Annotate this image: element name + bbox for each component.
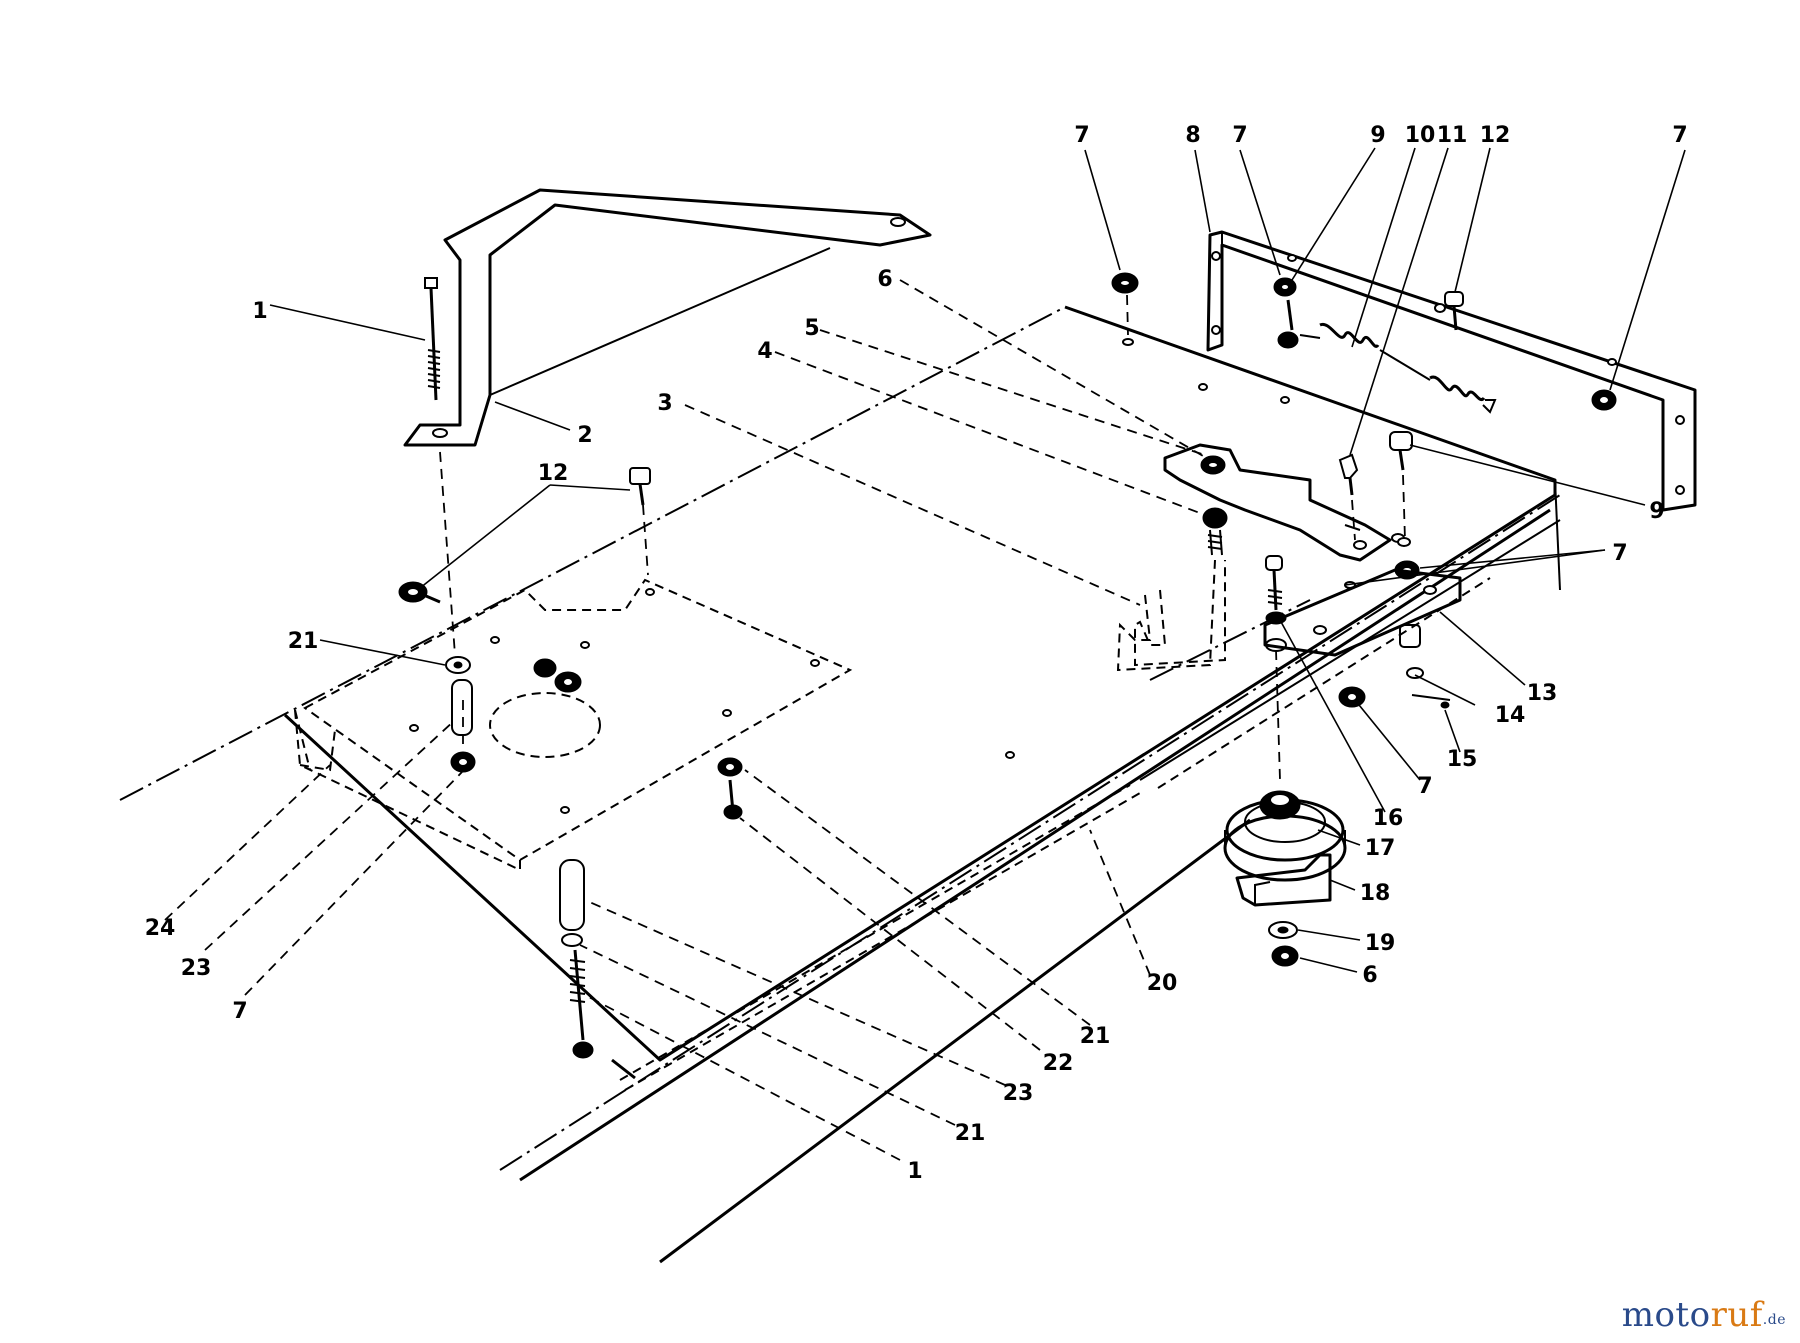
callout-7-under-pulley: 7	[1417, 774, 1432, 799]
callout-23-bottom: 23	[1003, 1081, 1034, 1106]
callout-21-left: 21	[288, 629, 319, 654]
watermark-brand-part1: moto	[1621, 1295, 1711, 1335]
callout-10: 10	[1405, 123, 1436, 148]
callout-12-left: 12	[538, 461, 569, 486]
callout-labels: 1 2 3 4 5 6 7 8 7 9 10 11 12 7 12 9 7 13…	[145, 123, 1688, 1184]
pulley-assembly	[1223, 555, 1366, 967]
mounting-plate	[294, 578, 1015, 872]
callout-23-left: 23	[181, 956, 212, 981]
callout-20: 20	[1147, 971, 1178, 996]
callout-7-top-mid: 7	[1232, 123, 1247, 148]
motoruf-watermark: motoruf.de	[1622, 1295, 1786, 1335]
callout-2: 2	[577, 423, 592, 448]
callout-4: 4	[757, 339, 772, 364]
callout-13: 13	[1527, 681, 1558, 706]
callout-18: 18	[1360, 881, 1391, 906]
idler-arm	[1163, 443, 1405, 562]
leader-lines	[164, 147, 1686, 1161]
callout-16: 16	[1373, 806, 1404, 831]
fasteners-left	[398, 451, 743, 1059]
callout-7-top-left: 7	[1074, 123, 1089, 148]
callout-5: 5	[804, 316, 819, 341]
callout-9-right: 9	[1649, 499, 1664, 524]
callout-7-right: 7	[1612, 541, 1627, 566]
spring-assembly	[1111, 272, 1617, 414]
callout-14: 14	[1495, 703, 1526, 728]
callout-8: 8	[1185, 123, 1200, 148]
callout-24: 24	[145, 916, 176, 941]
right-bolts	[1338, 431, 1420, 589]
bracket-13	[1263, 568, 1462, 709]
callout-7-left: 7	[232, 999, 247, 1024]
callout-6-bottom: 6	[1362, 963, 1377, 988]
carriage-bolt-top	[424, 277, 441, 401]
support-bracket	[403, 188, 932, 447]
callout-19: 19	[1365, 931, 1396, 956]
callout-22: 22	[1043, 1051, 1074, 1076]
callout-21-bottom: 21	[955, 1121, 986, 1146]
callout-15: 15	[1447, 747, 1478, 772]
watermark-suffix: .de	[1762, 1312, 1786, 1328]
callout-6-top: 6	[877, 267, 892, 292]
callout-3: 3	[657, 391, 672, 416]
callout-21-right: 21	[1080, 1024, 1111, 1049]
callout-9-top: 9	[1370, 123, 1385, 148]
channel-bracket	[1206, 230, 1697, 512]
callout-7-top-right: 7	[1672, 123, 1687, 148]
callout-11: 11	[1437, 123, 1468, 148]
deck-plate	[119, 305, 1561, 1264]
callout-1-top: 1	[252, 299, 267, 324]
callout-1-bottom: 1	[907, 1159, 922, 1184]
callout-12-top: 12	[1480, 123, 1511, 148]
rod-20	[611, 577, 1491, 1091]
shift-rod	[1116, 507, 1228, 672]
watermark-brand-part2: ruf	[1710, 1295, 1763, 1335]
callout-17: 17	[1365, 836, 1396, 861]
